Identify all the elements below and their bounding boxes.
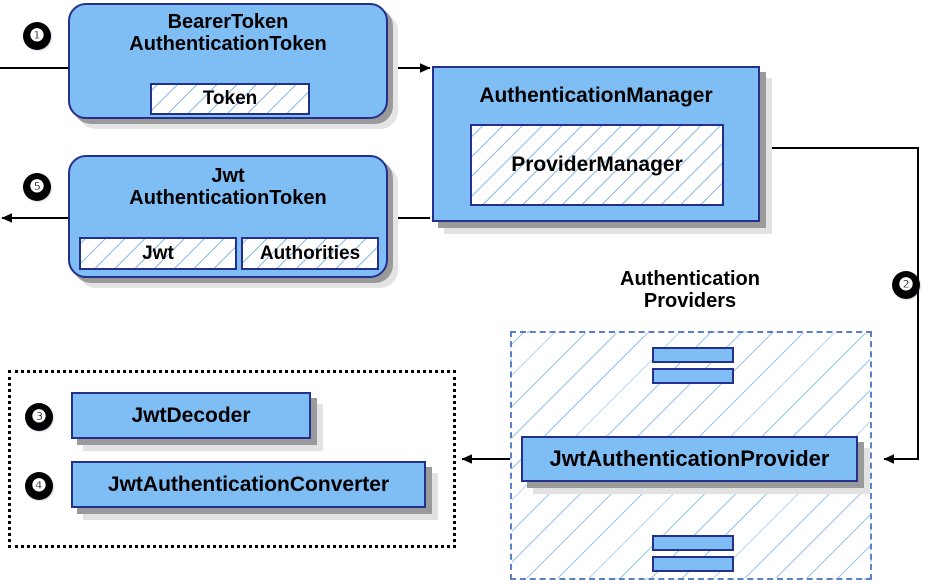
provider-placeholder-bar-top-2 xyxy=(652,368,734,384)
jwt-decoder-label: JwtDecoder xyxy=(131,404,251,427)
bearer-token-inner-token: Token xyxy=(150,83,310,115)
step-badge-2: ❷ xyxy=(893,272,919,298)
node-jwt-decoder[interactable]: JwtDecoder xyxy=(71,392,311,439)
node-jwt-authentication-token[interactable]: Jwt AuthenticationToken Jwt Authorities xyxy=(68,155,388,278)
authentication-manager-title: AuthenticationManager xyxy=(479,84,713,107)
node-bearer-token-authentication-token[interactable]: BearerToken AuthenticationToken Token xyxy=(68,3,388,119)
jwt-token-inner-authorities: Authorities xyxy=(241,237,379,270)
jwt-authentication-converter-label: JwtAuthenticationConverter xyxy=(107,473,390,496)
step-badge-3: ❸ xyxy=(26,404,52,430)
step-badge-1: ❶ xyxy=(24,23,50,49)
node-authentication-manager[interactable]: AuthenticationManager ProviderManager xyxy=(432,66,760,222)
jwt-support-region xyxy=(8,370,456,548)
node-jwt-authentication-provider[interactable]: JwtAuthenticationProvider xyxy=(521,436,858,482)
jwt-token-title: Jwt AuthenticationToken xyxy=(129,165,327,210)
provider-placeholder-bar-bottom-1 xyxy=(652,535,734,551)
bearer-token-title: BearerToken AuthenticationToken xyxy=(129,11,327,56)
node-jwt-authentication-converter[interactable]: JwtAuthenticationConverter xyxy=(71,461,426,508)
provider-manager-box: ProviderManager xyxy=(470,124,724,206)
provider-placeholder-bar-bottom-2 xyxy=(652,556,734,572)
step-badge-5: ❺ xyxy=(24,174,50,200)
provider-placeholder-bar-top-1 xyxy=(652,347,734,363)
authentication-providers-label: Authentication Providers xyxy=(620,268,760,313)
jwt-token-inner-jwt: Jwt xyxy=(79,237,237,270)
jwt-authentication-provider-label: JwtAuthenticationProvider xyxy=(549,446,830,471)
step-badge-4: ❹ xyxy=(26,473,52,499)
